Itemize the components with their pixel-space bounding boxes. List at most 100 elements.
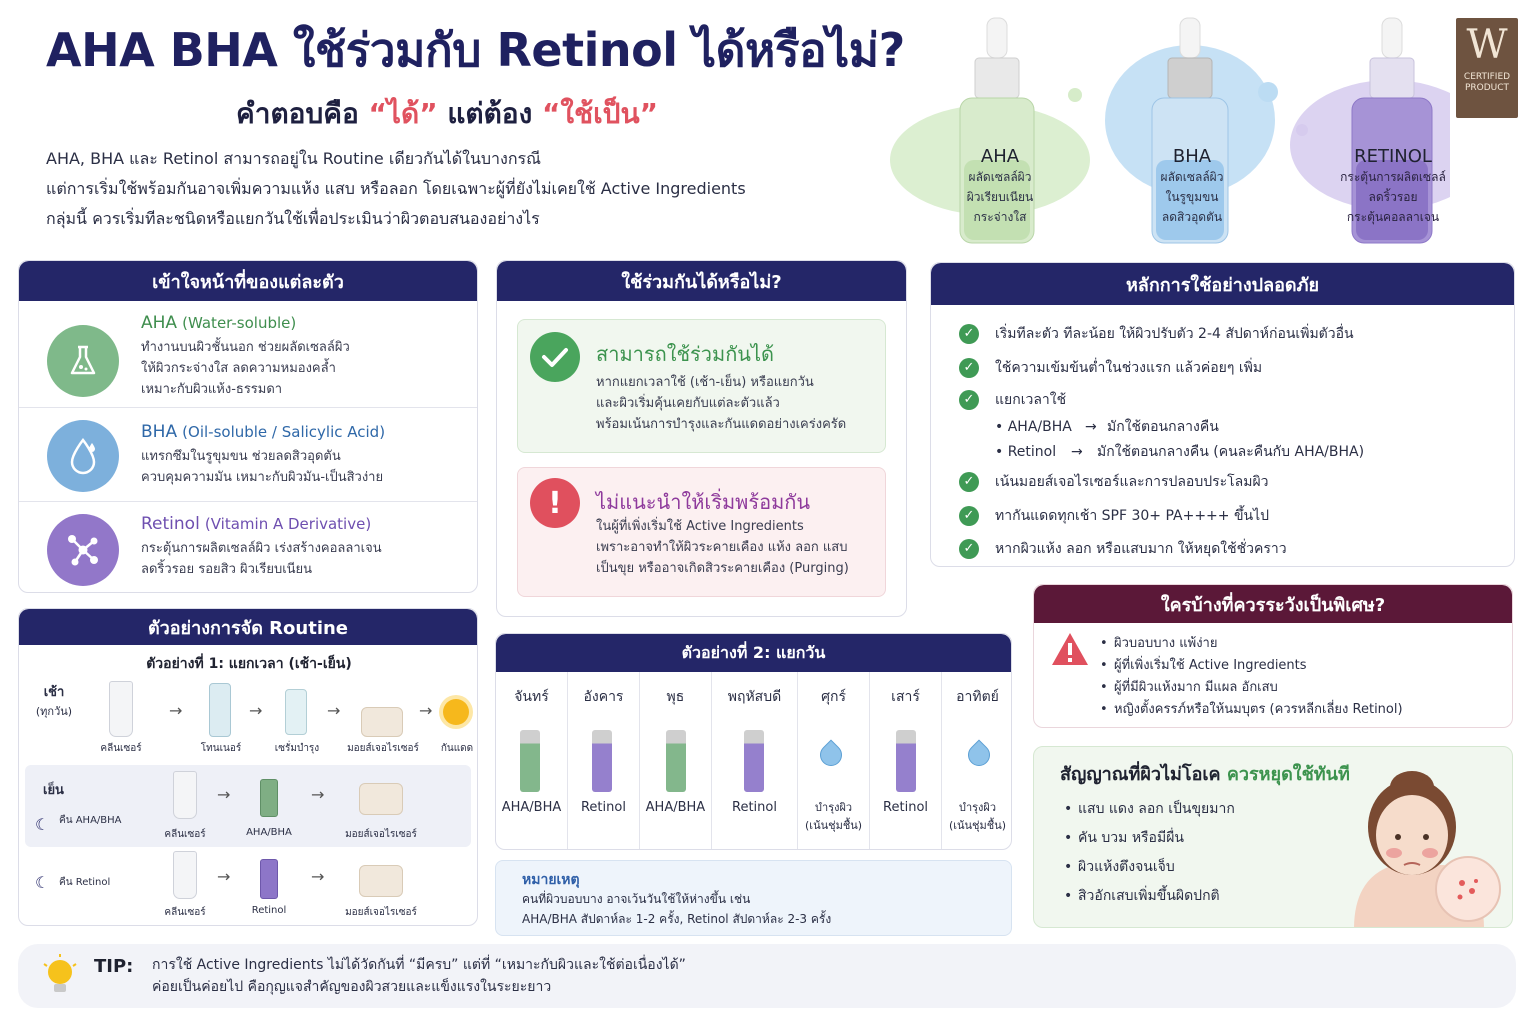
day-name: อาทิตย์ <box>956 689 999 705</box>
bottle-line: ผิวเรียบเนียน <box>966 190 1034 204</box>
day-item-sub: (เน้นชุ่มชื้น) <box>805 819 863 832</box>
role-desc: ทำงานบนผิวชั้นนอก ช่วยผลัดเซลล์ผิว <box>141 340 350 355</box>
green-serum-icon <box>665 730 686 792</box>
night2-label: คืน Retinol <box>59 877 111 888</box>
check-icon: ✓ <box>959 506 979 526</box>
bottle-label-retinol: RETINOL กระตุ้นการผลิตเซลล์ ลดริ้วรอย กร… <box>1326 146 1460 227</box>
day-column: อังคาร Retinol <box>568 672 640 849</box>
role-tag: (Vitamin A Derivative) <box>204 515 372 533</box>
evening-block: เย็น ☾ คืน AHA/BHA คลีนเซอร์ → AHA/BHA →… <box>25 765 471 847</box>
bottle-illustration <box>890 10 1490 250</box>
caution-item: ผิวบอบบาง แพ้ง่าย <box>1098 633 1403 655</box>
flask-icon <box>47 325 119 397</box>
note-line: AHA/BHA สัปดาห์ละ 1-2 ครั้ง, Retinol สัป… <box>522 912 832 926</box>
roles-card: เข้าใจหน้าที่ของแต่ละตัว AHA (Water-solu… <box>18 260 478 593</box>
step-label: กันแดด <box>440 743 474 754</box>
day-item: Retinol <box>732 800 777 815</box>
combine-ok-box: สามารถใช้ร่วมกันได้ หากแยกเวลาใช้ (เช้า-… <box>517 319 886 453</box>
role-row-aha: AHA (Water-soluble) ทำงานบนผิวชั้นนอก ช่… <box>19 301 477 405</box>
bottle-line: ผลัดเซลล์ผิว <box>1160 170 1224 184</box>
morning-label: เช้า (ทุกวัน) <box>35 685 73 718</box>
badge-line: CERTIFIED <box>1463 72 1511 82</box>
combine-ok-line: พร้อมเน้นการบำรุงและกันแดดอย่างเคร่งครัด <box>596 417 847 432</box>
combine-no-heading: ไม่แนะนำให้เริ่มพร้อมกัน <box>596 490 811 514</box>
day-name: พฤหัสบดี <box>727 689 782 705</box>
role-name: BHA <box>141 422 178 442</box>
molecule-icon <box>47 514 119 586</box>
alert-circle-icon: ! <box>530 478 580 528</box>
day-item-sub: (เน้นชุ่มชื้น) <box>948 819 1007 832</box>
role-name: Retinol <box>141 514 200 534</box>
week-title: ตัวอย่างที่ 2: แยกวัน <box>496 634 1011 672</box>
arrow-icon: → <box>327 701 341 720</box>
day-name: จันทร์ <box>514 689 549 705</box>
combine-card-title: ใช้ร่วมกันได้หรือไม่? <box>497 261 906 301</box>
safe-item: ✓ใช้ความเข้มข้นต่ำในช่วงแรก แล้วค่อยๆ เพ… <box>959 351 1509 385</box>
safe-item: ✓แยกเวลาใช้ <box>959 385 1509 415</box>
role-tag: (Water-soluble) <box>182 314 297 332</box>
retinol-bottle-icon <box>260 859 278 899</box>
arrow-icon: → <box>419 701 433 720</box>
sun-icon <box>443 699 469 725</box>
bottle-line: กระตุ้นการผลิตเซลล์ <box>1340 170 1446 184</box>
intro-line: กลุ่มนี้ ควรเริ่มทีละชนิดหรือแยกวันใช้เพ… <box>46 209 540 228</box>
arrow-icon: → <box>217 867 231 886</box>
safe-item: ✓เน้นมอยส์เจอไรเซอร์และการปลอบประโลมผิว <box>959 465 1509 499</box>
drop-icon <box>47 420 119 492</box>
check-icon: ✓ <box>959 472 979 492</box>
step-label: โทนเนอร์ <box>200 743 242 754</box>
step-label: มอยส์เจอไรเซอร์ <box>345 907 417 918</box>
badge-logo: W <box>1466 22 1508 68</box>
arrow-icon: → <box>169 701 183 720</box>
night1-label: คืน AHA/BHA <box>59 815 122 826</box>
bottle-label-aha: AHA ผลัดเซลล์ผิว ผิวเรียบเนียน กระจ่างใส <box>948 146 1052 227</box>
bottle-line: กระตุ้นคอลลาเจน <box>1346 210 1440 224</box>
note-box: หมายเหตุ คนที่ผิวบอบบาง อาจเว้นวันใช้ให้… <box>495 860 1012 936</box>
step-label: เซรั่มบำรุง <box>274 743 320 754</box>
page-title: AHA BHA ใช้ร่วมกับ Retinol ได้หรือไม่? <box>46 23 905 77</box>
purple-serum-icon <box>591 730 612 792</box>
bottle-name: BHA <box>1172 146 1212 167</box>
purple-serum-icon <box>743 730 764 792</box>
tip-bar: TIP: การใช้ Active Ingredients ไม่ได้วัด… <box>18 944 1516 1008</box>
page-subtitle: คำตอบคือ “ได้” แต่ต้อง “ใช้เป็น” <box>236 92 658 136</box>
bottle-name: AHA <box>980 146 1020 167</box>
day-name: ศุกร์ <box>821 689 846 705</box>
role-desc: ลดริ้วรอย รอยสิว ผิวเรียบเนียน <box>141 562 313 577</box>
safe-subitem: • AHA/BHA → มักใช้ตอนกลางคืน <box>995 419 1219 435</box>
signs-title: สัญญาณที่ผิวไม่โอเค ควรหยุดใช้ทันที <box>1060 764 1350 785</box>
signs-list: แสบ แดง ลอก เป็นขุยมาก คัน บวม หรือมีผื่… <box>1062 795 1235 911</box>
tip-label: TIP: <box>94 956 134 977</box>
combine-no-line: เพราะอาจทำให้ผิวระคายเคือง แห้ง ลอก แสบ <box>596 540 848 555</box>
intro-line: แต่การเริ่มใช้พร้อมกันอาจเพิ่มความแห้ง แ… <box>46 179 746 198</box>
moisturizer-jar-icon <box>359 783 403 815</box>
day-column: พฤหัสบดี Retinol <box>712 672 799 849</box>
check-icon: ✓ <box>959 324 979 344</box>
evening-label: เย็น <box>43 783 64 798</box>
safe-item: ✓เริ่มทีละตัว ทีละน้อย ให้ผิวปรับตัว 2-4… <box>959 317 1509 351</box>
serum-bottle-icon <box>285 689 307 735</box>
cleanser-tube-icon <box>173 771 197 819</box>
sign-item: สิวอักเสบเพิ่มขึ้นผิดปกติ <box>1062 882 1235 911</box>
moon-icon: ☾ <box>35 873 50 892</box>
lightbulb-icon <box>40 954 80 1004</box>
serum-bottles-graphic <box>890 17 1490 244</box>
check-icon: ✓ <box>959 390 979 410</box>
intro-line: AHA, BHA และ Retinol สามารถอยู่ใน Routin… <box>46 149 541 168</box>
day-item: Retinol <box>883 800 929 815</box>
role-row-bha: BHA (Oil-soluble / Salicylic Acid) แทรกซ… <box>19 407 477 501</box>
subtitle-quote-1: “ได้” <box>368 97 438 130</box>
combine-card: ใช้ร่วมกันได้หรือไม่? สามารถใช้ร่วมกันได… <box>496 260 907 617</box>
routine-card: ตัวอย่างการจัด Routine ตัวอย่างที่ 1: แย… <box>18 608 478 926</box>
caution-card: ใครบ้างที่ควรระวังเป็นพิเศษ? ผิวบอบบาง แ… <box>1033 584 1513 728</box>
tip-line: การใช้ Active Ingredients ไม่ได้วัดกันที… <box>152 957 686 973</box>
combine-ok-line: หากแยกเวลาใช้ (เช้า-เย็น) หรือแยกวัน <box>596 375 814 390</box>
sign-item: คัน บวม หรือมีผื่น <box>1062 824 1235 853</box>
role-name: AHA <box>141 313 178 333</box>
role-tag: (Oil-soluble / Salicylic Acid) <box>182 423 386 441</box>
check-circle-icon <box>530 332 580 382</box>
caution-item: หญิงตั้งครรภ์หรือให้นมบุตร (ควรหลีกเลี่ย… <box>1098 699 1403 721</box>
step-label: AHA/BHA <box>246 827 292 838</box>
step-label: มอยส์เจอไรเซอร์ <box>345 829 417 840</box>
safe-use-title: หลักการใช้อย่างปลอดภัย <box>931 263 1514 305</box>
